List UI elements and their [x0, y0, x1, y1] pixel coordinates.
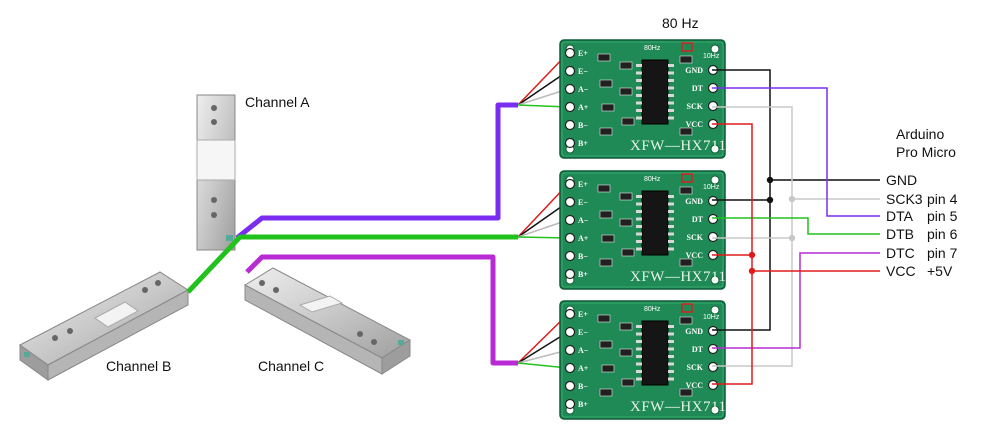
right-pin-label: DT	[692, 215, 704, 224]
left-pin-label: B−	[578, 121, 588, 130]
rate-10-label: 10Hz	[703, 184, 720, 191]
right-pin-hole	[707, 231, 719, 243]
right-pin-label: DT	[692, 84, 704, 93]
signal-name-dtc: DTC	[886, 245, 915, 261]
left-pin-hole	[564, 380, 576, 392]
load-cell-a	[196, 94, 236, 251]
left-pin-label: E−	[578, 198, 588, 207]
left-pin-label: A+	[578, 364, 589, 373]
left-pin-hole	[564, 137, 576, 149]
right-pin-hole	[707, 361, 719, 373]
left-pin-label: B+	[578, 139, 588, 148]
left-pin-hole	[564, 65, 576, 77]
channel-c-label: Channel C	[258, 358, 324, 374]
right-pin-label: SCK	[687, 363, 704, 372]
right-pin-hole	[707, 325, 719, 337]
left-pin-label: B+	[578, 270, 588, 279]
signal-pin-dtc: pin 7	[927, 245, 958, 261]
right-pin-hole	[707, 379, 719, 391]
left-pin-label: E−	[578, 67, 588, 76]
left-pin-label: A−	[578, 346, 589, 355]
left-pin-label: E−	[578, 328, 588, 337]
board-title: XFW—HX711	[630, 269, 726, 285]
right-pin-hole	[707, 195, 719, 207]
signal-pin-dta: pin 5	[927, 208, 958, 224]
left-pin-label: B+	[578, 400, 588, 409]
load-cell-c	[243, 267, 411, 375]
signal-labels: GND SCK3 pin 4 DTA pin 5 DTB pin 6 DTC p…	[886, 172, 958, 279]
left-pin-hole	[564, 83, 576, 95]
right-pin-label: SCK	[687, 233, 704, 242]
arduino-title: Arduino	[896, 126, 944, 142]
channel-b-label: Channel B	[106, 358, 171, 374]
right-pin-hole	[707, 343, 719, 355]
left-pin-hole	[564, 119, 576, 131]
right-pin-hole	[707, 213, 719, 225]
signal-name-gnd: GND	[886, 172, 917, 188]
left-pin-label: B−	[578, 252, 588, 261]
signal-name-vcc: VCC	[886, 263, 916, 279]
left-pin-hole	[564, 101, 576, 113]
left-pin-hole	[564, 326, 576, 338]
board-title: XFW—HX711	[630, 399, 726, 415]
left-pin-hole	[564, 232, 576, 244]
signal-name-dta: DTA	[886, 208, 914, 224]
left-pin-hole	[564, 268, 576, 280]
left-pin-hole	[564, 308, 576, 320]
left-pin-label: E+	[578, 49, 588, 58]
cable-c	[245, 254, 518, 366]
left-pin-hole	[564, 344, 576, 356]
signal-name-dtb: DTB	[886, 226, 914, 242]
right-pin-label: GND	[685, 66, 703, 75]
right-pin-label: VCC	[686, 381, 704, 390]
left-pin-label: A−	[578, 216, 589, 225]
left-pin-label: A−	[578, 85, 589, 94]
left-pin-hole	[564, 398, 576, 410]
right-pin-label: DT	[692, 345, 704, 354]
right-pin-label: GND	[685, 327, 703, 336]
rate-80-label: 80Hz	[644, 45, 661, 52]
left-pin-label: E+	[578, 180, 588, 189]
left-pin-label: A+	[578, 103, 589, 112]
arduino-subtitle: Pro Micro	[896, 144, 956, 160]
load-cell-b	[19, 271, 189, 381]
right-pin-label: SCK	[687, 102, 704, 111]
channel-a-label: Channel A	[245, 94, 310, 110]
cable-a	[235, 102, 518, 240]
right-pin-label: VCC	[686, 120, 704, 129]
left-pin-hole	[564, 47, 576, 59]
left-pin-label: E+	[578, 310, 588, 319]
hx711-board-c: 80Hz 10Hz E+ E− A− A+ B− B+ GND DT SCK VCC XFW—HX711	[559, 300, 726, 420]
left-pin-hole	[564, 250, 576, 262]
right-pin-label: VCC	[686, 251, 704, 260]
cable-b	[186, 234, 518, 294]
bus-wiring	[712, 69, 880, 385]
signal-pin-dtb: pin 6	[927, 226, 958, 242]
left-pin-hole	[564, 178, 576, 190]
hx711-board-b: 80Hz 10Hz E+ E− A− A+ B− B+ GND DT SCK VCC XFW—HX711	[559, 170, 726, 290]
rate-80-label: 80Hz	[644, 176, 661, 183]
left-pin-hole	[564, 196, 576, 208]
signal-name-sck3: SCK3	[886, 191, 923, 207]
rate-80-label: 80Hz	[644, 306, 661, 313]
left-pin-hole	[564, 362, 576, 374]
signal-pin-vcc: +5V	[927, 263, 953, 279]
signal-pin-sck3: pin 4	[927, 191, 958, 207]
left-pin-hole	[564, 214, 576, 226]
bus-junctions	[748, 176, 796, 275]
frequency-label: 80 Hz	[662, 15, 699, 31]
left-pin-label: B−	[578, 382, 588, 391]
right-pin-label: GND	[685, 197, 703, 206]
right-pin-hole	[707, 100, 719, 112]
rate-10-label: 10Hz	[703, 314, 720, 321]
hx711-board-a: 80Hz 10Hz E+ E− A− A+ B− B+ GND DT SCK VCC XFW—HX711	[559, 39, 726, 159]
board-title: XFW—HX711	[630, 138, 726, 154]
rate-10-label: 10Hz	[703, 53, 720, 60]
left-pin-label: A+	[578, 234, 589, 243]
